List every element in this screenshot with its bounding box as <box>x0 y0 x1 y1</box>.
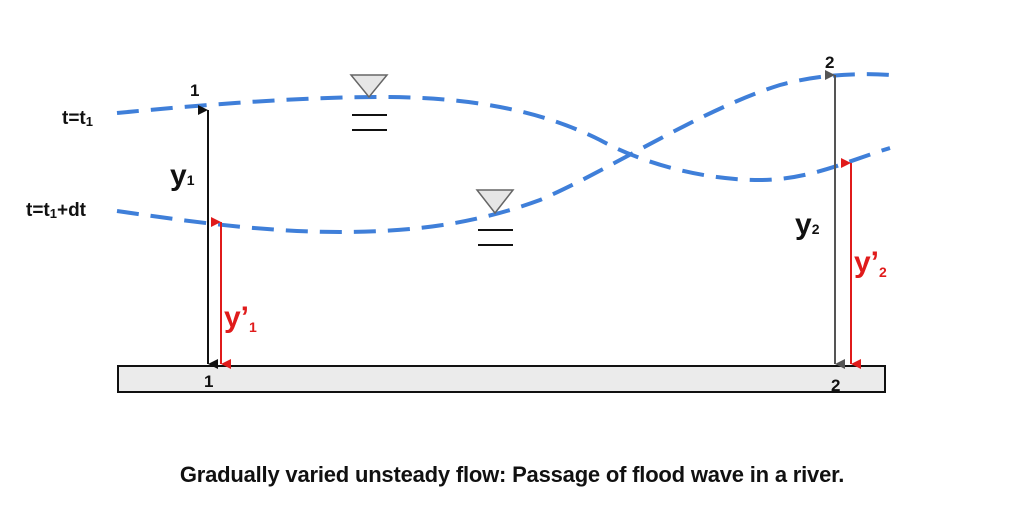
label-y2-prime: y’2 <box>854 246 887 280</box>
label-t1-dt: t=t1+dt <box>26 200 87 221</box>
section-2-top-label: 2 <box>825 53 834 72</box>
section-1-top-label: 1 <box>190 81 199 100</box>
section-2-bottom-label: 2 <box>831 376 840 395</box>
section-1-bottom-label: 1 <box>204 372 213 391</box>
channel-bed <box>117 365 886 393</box>
water-surface-t1-dt <box>116 72 891 235</box>
label-y2: y2 <box>795 208 820 241</box>
water-level-symbol-t1-dt <box>475 189 515 246</box>
water-surface-t1 <box>116 94 891 183</box>
label-t1: t=t1 <box>62 108 93 129</box>
label-y1-prime: y’1 <box>224 301 257 335</box>
water-level-symbol-t1 <box>349 74 389 131</box>
label-y1: y1 <box>170 159 195 192</box>
diagram-caption: Gradually varied unsteady flow: Passage … <box>179 462 845 487</box>
